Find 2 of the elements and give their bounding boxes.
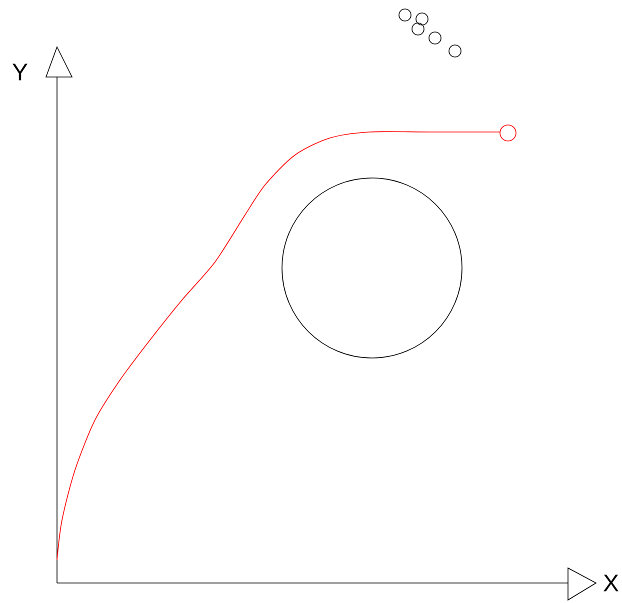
axis-label: X [604, 574, 618, 592]
axis-label: Y [12, 64, 28, 80]
